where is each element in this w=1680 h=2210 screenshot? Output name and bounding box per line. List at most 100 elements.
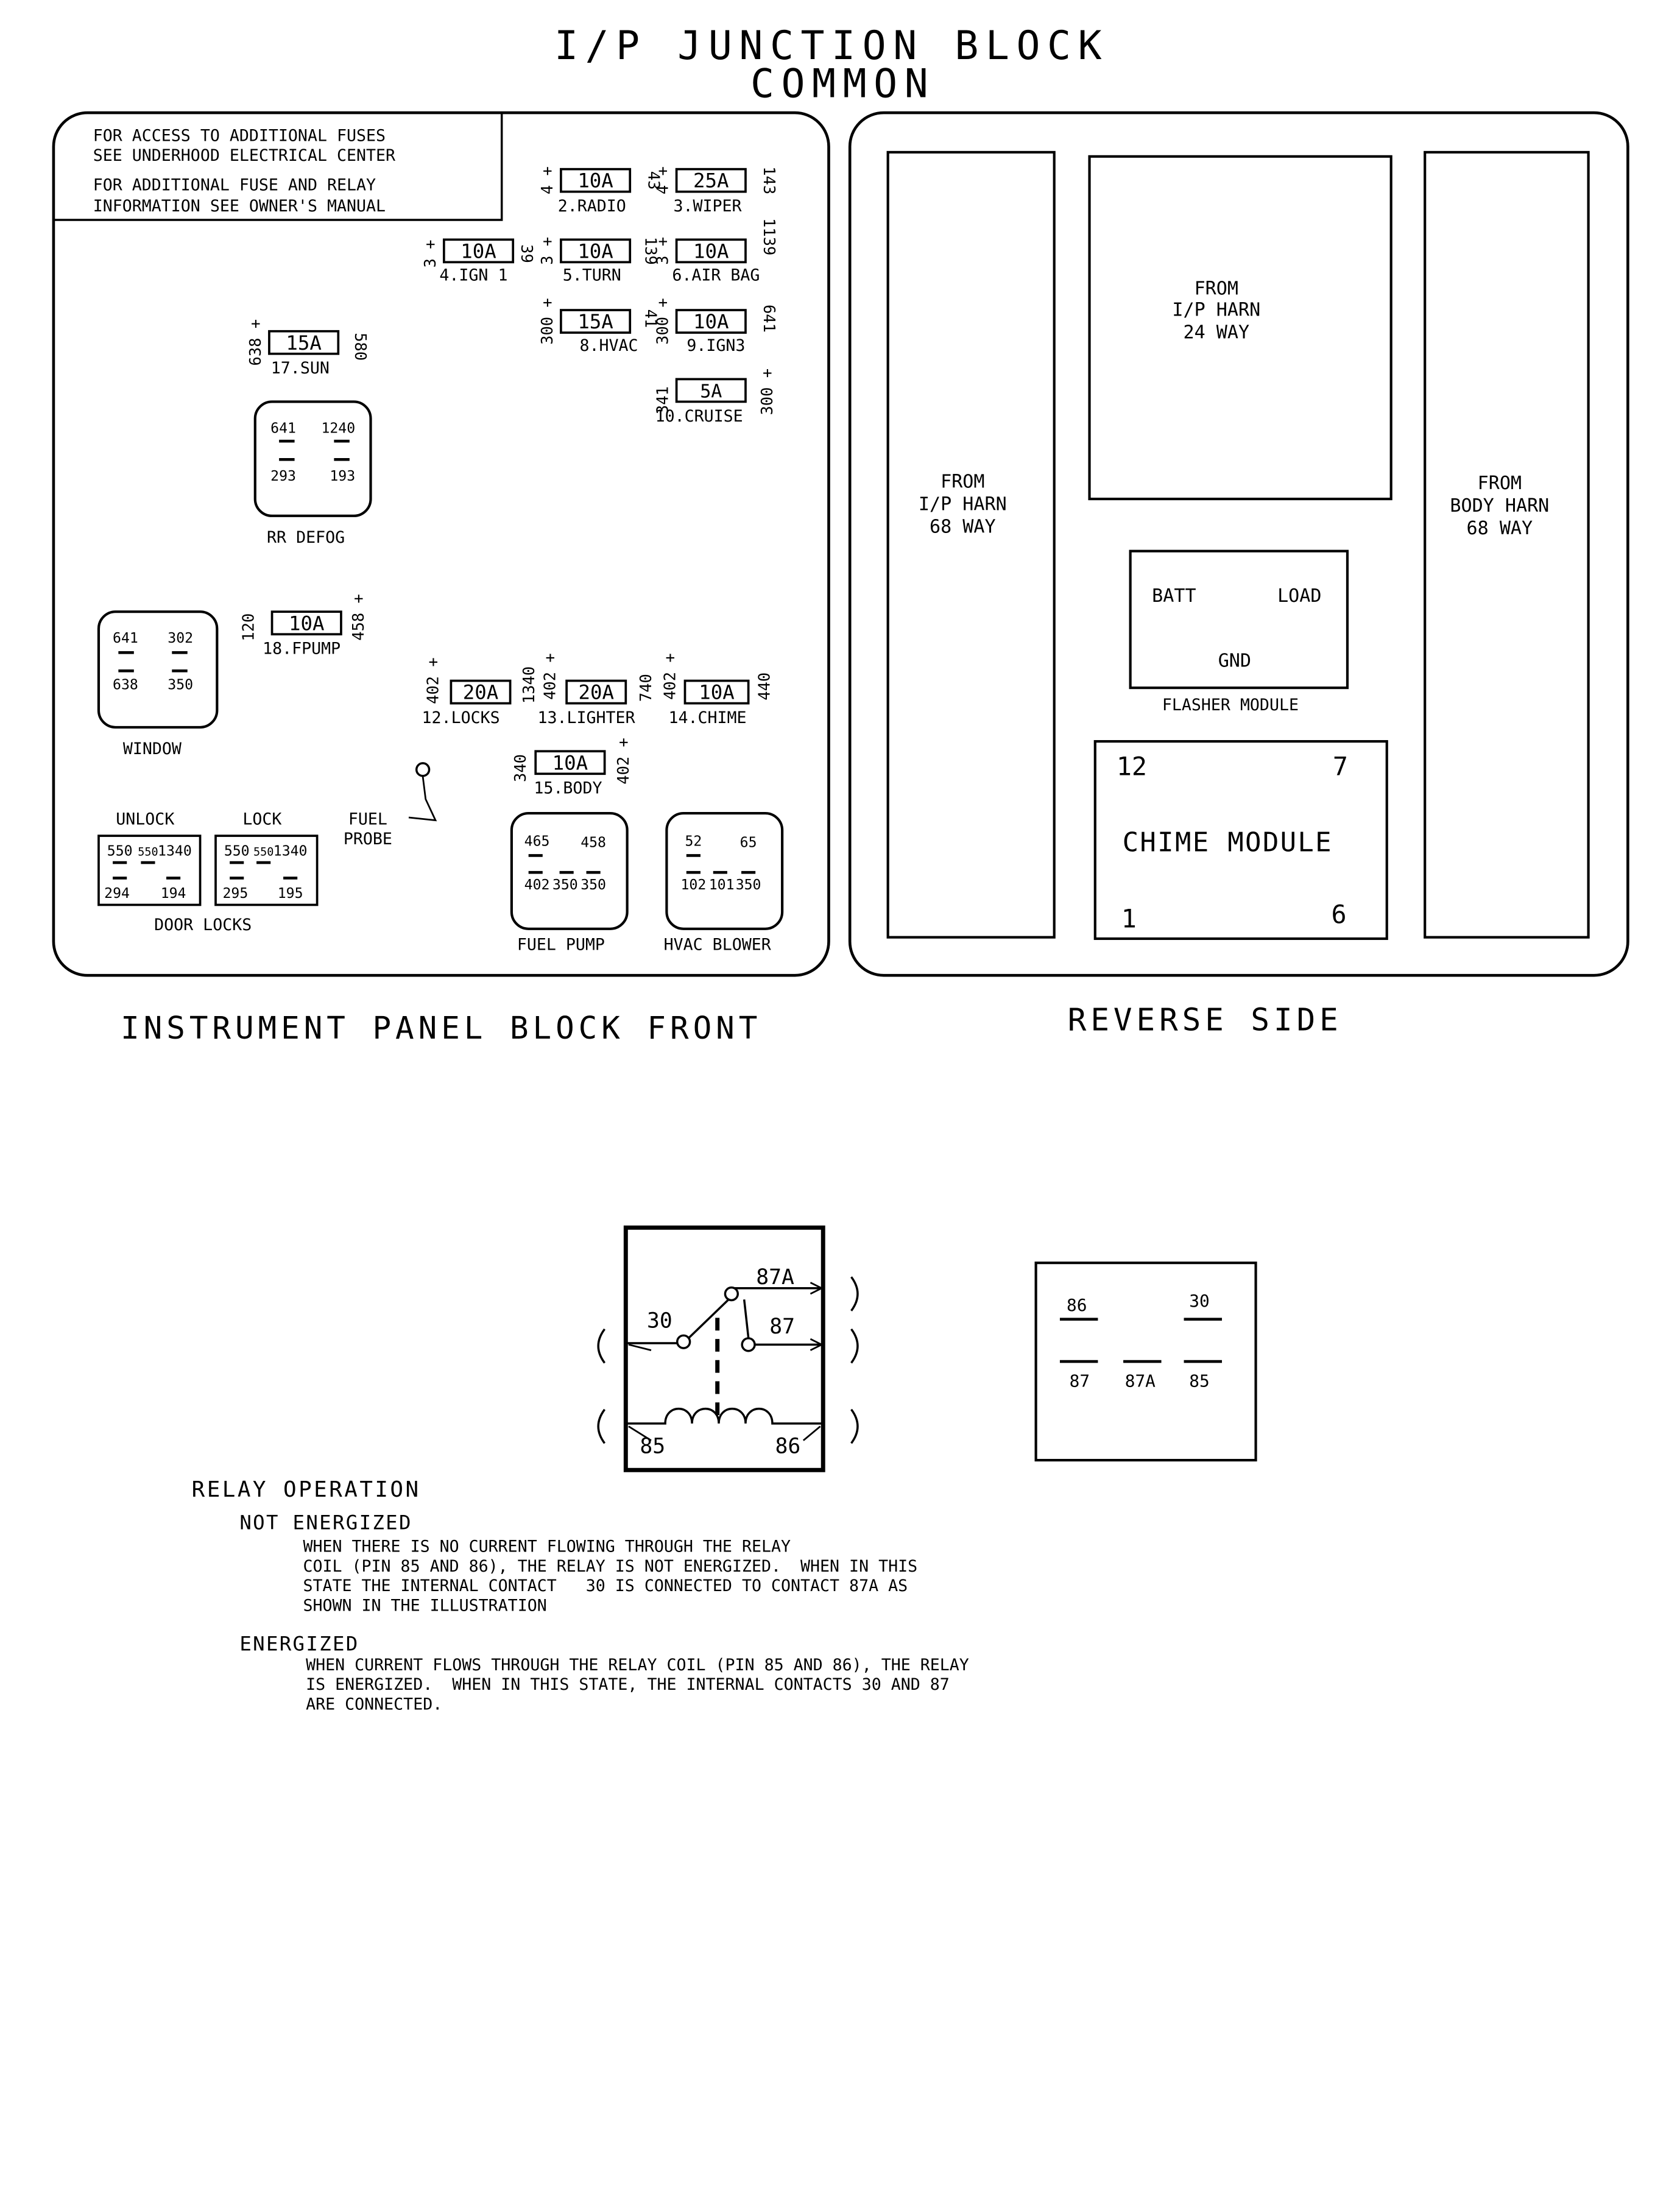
pinout-86: 86 [1067,1295,1087,1315]
energized-line-3: ARE CONNECTED. [306,1695,442,1714]
relay-pin: 1240 [321,420,355,436]
left-connector-line-1: FROM [941,471,984,493]
not-energized-line-3: STATE THE INTERNAL CONTACT 30 IS CONNECT… [303,1576,908,1595]
note-line-3: FOR ADDITIONAL FUSE AND RELAY [93,175,376,194]
relay-fuel-pump: 465 458 402 350 350 FUEL PUMP [510,811,629,954]
schematic-85: 85 [640,1434,665,1458]
center-connector-line-2: I/P HARN [1172,299,1260,320]
schematic-86: 86 [775,1434,801,1458]
fuse-right-wire: 300 + [758,369,777,415]
flasher-batt: BATT [1152,585,1196,607]
relay-pin: 641 [270,420,296,436]
flasher-caption: FLASHER MODULE [1162,696,1299,715]
fuse-rating: 20A [463,681,498,704]
fuse-wiper: 25A 3.WIPER 4 + 143 [654,166,778,216]
fuse-hvac: 15A 8.HVAC 300 + 41 [538,298,660,355]
fuse-label: 2.RADIO [558,197,626,216]
fuse-locks: 20A 12.LOCKS 402 + 1340 [422,657,538,727]
schematic-87: 87 [769,1315,795,1339]
fuse-chime: 10A 14.CHIME 402 + 440 [661,653,774,727]
fuse-label: 9.IGN3 [686,336,745,355]
fuse-right-wire: 740 [637,674,655,702]
fuse-right-wire: 39 [517,244,535,263]
not-energized-line-4: SHOWN IN THE ILLUSTRATION [303,1597,546,1615]
reverse-side-outline [848,111,1629,977]
relay-label: HVAC BLOWER [664,935,772,954]
fuse-airbag: 10A 6.AIR BAG 3 + 1139 [654,218,778,284]
left-connector-line-3: 68 WAY [930,517,996,538]
front-panel [52,111,830,977]
note-line-1: FOR ACCESS TO ADDITIONAL FUSES [93,126,386,145]
fuse-ign1: 10A 4.IGN 1 3 + 39 [422,238,535,284]
fuse-right-wire: 641 [760,305,778,333]
title-line-1: I/P JUNCTION BLOCK [554,23,1109,69]
relay-lock: 550 550 1340 295 195 [214,835,319,906]
fuse-rating: 15A [577,310,613,333]
relay-pin: 52 [685,833,702,849]
fuse-left-wire: 402 + [425,657,443,704]
note-line-2: SEE UNDERHOOD ELECTRICAL CENTER [93,146,396,165]
fuse-right-wire: 440 [755,673,774,701]
fuse-left-wire: 3 + [422,240,440,268]
fuse-left-wire: 402 + [661,653,679,700]
chime-pin-1: 1 [1121,903,1137,933]
relay-pin: 550 [138,846,158,858]
relay-unlock: 550 550 1340 294 194 [97,835,202,906]
fuse-right-wire: 1340 [520,666,538,704]
relay-pin: 101 [709,877,735,893]
title-line-2: COMMON [750,62,935,107]
fuse-rating: 10A [461,239,496,263]
fuse-right-wire: 458 + [350,594,368,641]
schematic-87a: 87A [756,1265,794,1290]
fuel-probe: FUEL PROBE [344,762,437,849]
pinout-87: 87 [1070,1371,1090,1391]
center-connector-line-1: FROM [1195,278,1238,300]
fuse-label: 13.LIGHTER [537,708,635,727]
chime-pin-12: 12 [1117,752,1147,782]
note-line-4: INFORMATION SEE OWNER'S MANUAL [93,197,386,216]
fuse-rating: 25A [693,169,729,192]
contact-87 [741,1337,756,1352]
fuse-left-wire: 341 [654,386,672,414]
left-connector-line-2: I/P HARN [919,494,1007,515]
relay-schematic [597,1225,859,1472]
fuse-ign3: 10A 9.IGN3 300 + 641 [654,298,778,355]
fuse-rating: 10A [289,612,324,635]
fuse-fpump: 10A 18.FPUMP 120 458 + [239,594,367,658]
fuse-turn: 10A 5.TURN 3 + 139 [538,237,660,285]
fuse-left-wire: 3 + [538,237,557,265]
relay-pin: 195 [278,886,303,902]
relay-pin: 350 [552,877,578,893]
fuse-right-wire: 580 [351,333,369,361]
fuse-rating: 20A [578,681,613,704]
fuse-left-wire: 402 + [542,653,560,700]
not-energized-heading: NOT ENERGIZED [239,1511,412,1534]
contact-87a [724,1286,739,1302]
energized-heading: ENERGIZED [239,1632,359,1655]
chime-module [1093,740,1388,941]
not-energized-line-2: COIL (PIN 85 AND 86), THE RELAY IS NOT E… [303,1557,917,1576]
chime-pin-7: 7 [1333,752,1348,782]
fuse-label: 4.IGN 1 [439,266,507,284]
fuse-label: 14.CHIME [668,708,746,727]
relay-rr-defog: 641 1240 293 193 RR DEFOG [253,400,372,547]
fuse-rating: 10A [693,310,729,333]
fuse-left-wire: 340 [512,754,530,782]
right-connector-line-2: BODY HARN [1450,495,1549,517]
right-connector-line-3: 68 WAY [1467,518,1533,539]
relay-pin: 641 [113,630,138,646]
center-connector-line-3: 24 WAY [1183,322,1249,343]
fuse-cruise: 5A 10.CRUISE 341 300 + [654,369,777,426]
fuse-label: 5.TURN [563,266,621,284]
fuse-right-wire: 1139 [760,218,778,255]
fuse-right-wire: 402 + [615,738,633,785]
fuse-left-wire: 4 + [538,166,557,194]
fuse-rating: 10A [693,239,729,263]
relay-pin: 550 [107,843,133,859]
fuse-label: 10.CRUISE [655,407,743,426]
flasher-module [1129,549,1349,690]
relay-pin: 293 [270,468,296,484]
relay-pin: 294 [104,886,130,902]
